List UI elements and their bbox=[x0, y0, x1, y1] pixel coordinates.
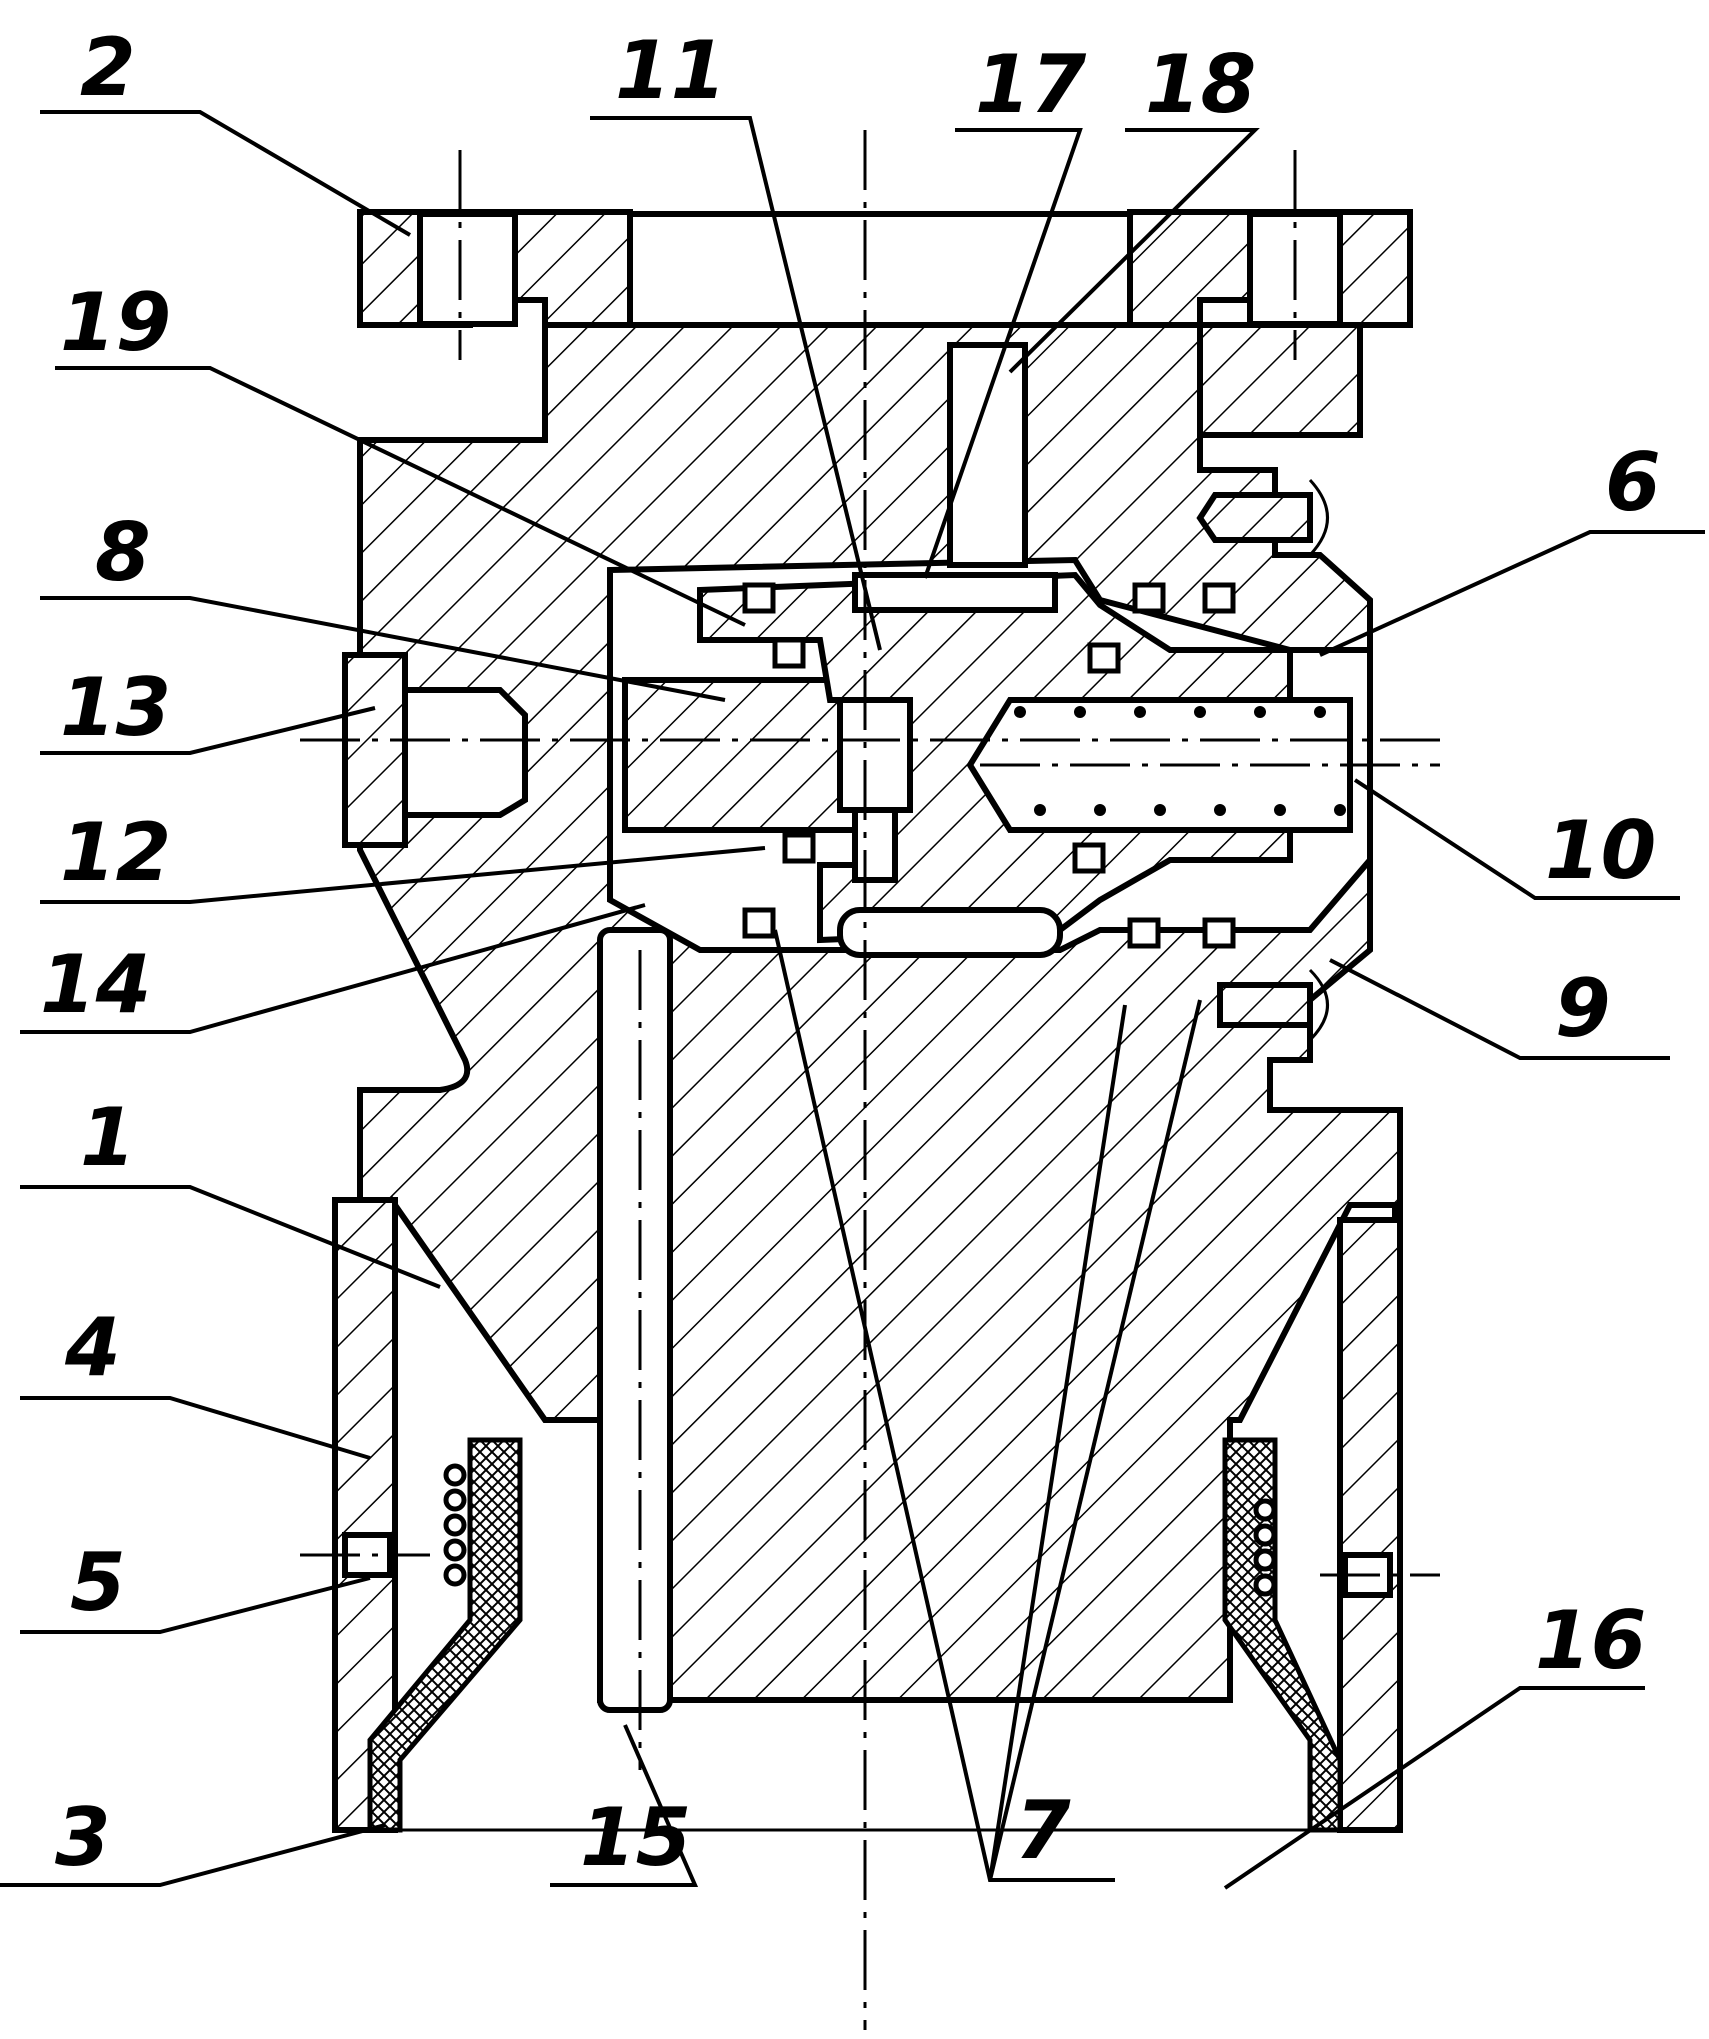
seal bbox=[745, 585, 773, 611]
bottom-passage bbox=[840, 910, 1060, 955]
seal bbox=[785, 835, 813, 861]
seal bbox=[745, 910, 773, 936]
callout-10: 10 bbox=[1545, 804, 1656, 897]
callout-2: 2 bbox=[80, 21, 136, 114]
check-valve-stem bbox=[855, 810, 895, 880]
screw-top bbox=[1200, 495, 1310, 540]
left-spring bbox=[446, 1466, 464, 1584]
vent-channel bbox=[600, 930, 670, 1710]
seal bbox=[1135, 585, 1163, 611]
callout-14: 14 bbox=[40, 938, 151, 1031]
right-outer-sleeve bbox=[1340, 1220, 1400, 1830]
seal bbox=[1205, 920, 1233, 946]
screw-bottom bbox=[1220, 985, 1310, 1025]
side-plug bbox=[345, 655, 405, 845]
callout-18: 18 bbox=[1145, 38, 1256, 131]
callout-6: 6 bbox=[1605, 436, 1661, 529]
callout-9: 9 bbox=[1555, 962, 1611, 1055]
callout-13: 13 bbox=[60, 661, 171, 754]
callout-11: 11 bbox=[615, 24, 726, 117]
callout-4: 4 bbox=[64, 1301, 121, 1394]
check-valve bbox=[840, 700, 910, 810]
seal bbox=[1090, 645, 1118, 671]
top-passage bbox=[855, 575, 1055, 610]
callout-8: 8 bbox=[95, 506, 151, 599]
callout-15: 15 bbox=[580, 1791, 691, 1884]
seal bbox=[1130, 920, 1158, 946]
seal bbox=[1205, 585, 1233, 611]
callout-17: 17 bbox=[975, 38, 1087, 131]
axial-bore bbox=[950, 345, 1025, 565]
callout-19: 19 bbox=[60, 276, 171, 369]
bolt-hole-left bbox=[420, 214, 515, 324]
callout-16: 16 bbox=[1535, 1594, 1646, 1687]
side-port bbox=[405, 690, 525, 815]
seal bbox=[1075, 845, 1103, 871]
right-liner bbox=[1225, 1440, 1340, 1830]
callout-3: 3 bbox=[55, 1791, 111, 1884]
callout-12: 12 bbox=[60, 806, 171, 899]
seal bbox=[775, 640, 803, 666]
callout-7: 7 bbox=[1015, 1784, 1071, 1877]
callout-5: 5 bbox=[70, 1536, 126, 1629]
callout-1: 1 bbox=[80, 1091, 136, 1184]
